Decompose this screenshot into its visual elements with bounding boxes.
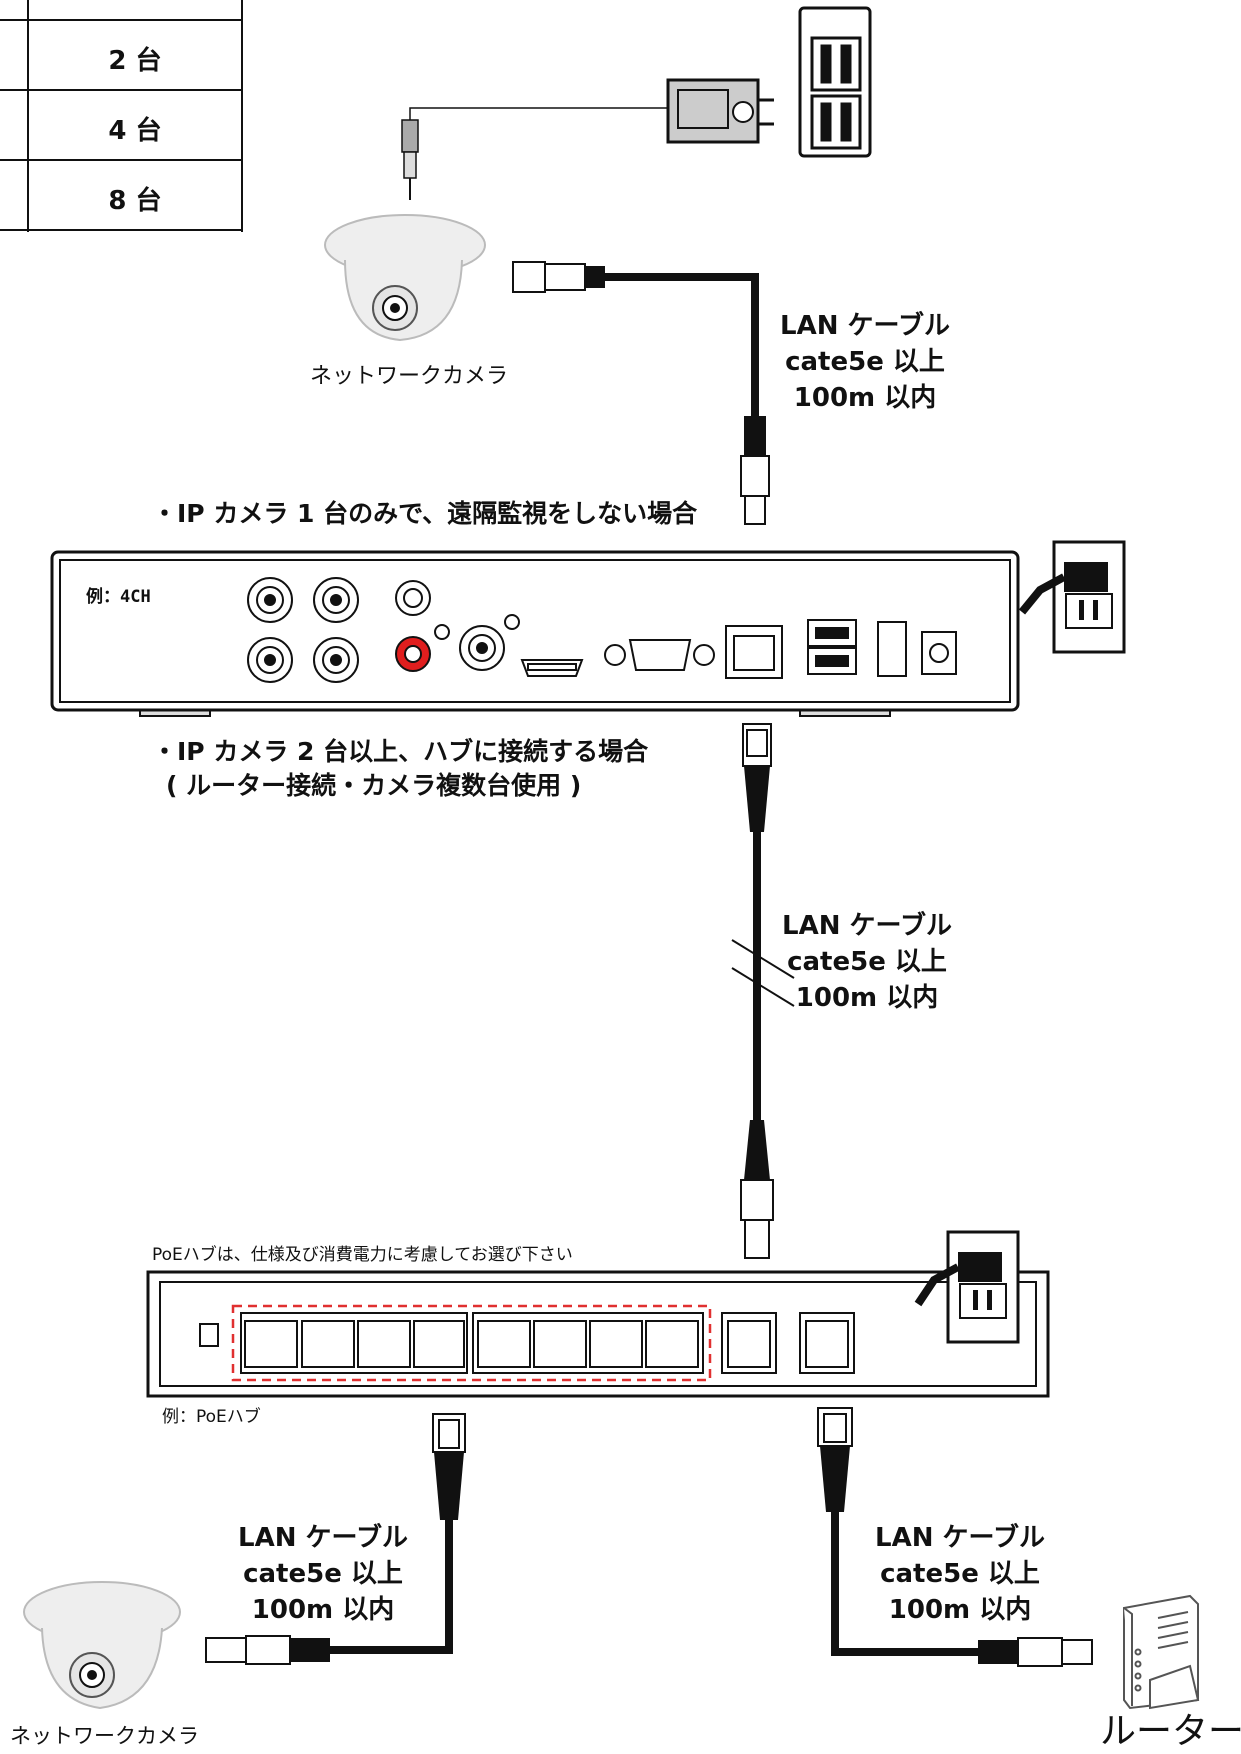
cable-category: cate5e 以上 <box>787 947 947 977</box>
table-row-8: 8 台 <box>108 186 162 216</box>
cable-type: LAN ケーブル <box>238 1523 408 1553</box>
cable-type: LAN ケーブル <box>782 911 952 941</box>
case2-heading-line2: ( ルーター接続・カメラ複数台使用 ) <box>166 771 582 800</box>
cable-category: cate5e 以上 <box>243 1559 403 1589</box>
cable-label-bottom-right: LAN ケーブル cate5e 以上 100m 以内 <box>845 1520 1075 1628</box>
cable-category: cate5e 以上 <box>880 1559 1040 1589</box>
cable-length: 100m 以内 <box>888 1595 1032 1625</box>
cable-label-middle: LAN ケーブル cate5e 以上 100m 以内 <box>752 908 982 1016</box>
cable-type: LAN ケーブル <box>875 1523 1045 1553</box>
cable-length: 100m 以内 <box>251 1595 395 1625</box>
hub-label: 例：PoEハブ <box>162 1407 261 1427</box>
dome-camera-bottom <box>23 1581 181 1710</box>
lan-cable-bottom-left <box>205 1413 466 1665</box>
nvr-label: 例：4CH <box>86 587 151 607</box>
bottom-camera-label: ネットワークカメラ <box>10 1724 199 1748</box>
lan-cable-top <box>512 261 770 525</box>
cable-length: 100m 以内 <box>793 383 937 413</box>
case2-heading-line1: ・IP カメラ 2 台以上、ハブに接続する場合 <box>152 737 649 766</box>
lan-cable-bottom-right <box>817 1407 1093 1667</box>
cable-label-bottom-left: LAN ケーブル cate5e 以上 100m 以内 <box>208 1520 438 1628</box>
cable-label-top: LAN ケーブル cate5e 以上 100m 以内 <box>750 308 980 416</box>
cable-length: 100m 以内 <box>795 983 939 1013</box>
cable-category: cate5e 以上 <box>785 347 945 377</box>
table-row-2: 2 台 <box>108 46 162 76</box>
dome-camera-top <box>324 214 486 342</box>
table-row-4: 4 台 <box>108 116 162 146</box>
poe-note: PoEハブは、仕様及び消費電力に考慮してお選び下さい <box>152 1245 573 1265</box>
wall-outlet-top <box>798 6 872 158</box>
top-camera-label: ネットワークカメラ <box>310 364 509 389</box>
case1-heading: ・IP カメラ 1 台のみで、遠隔監視をしない場合 <box>152 499 698 528</box>
lan-cable-middle <box>731 723 795 1259</box>
wall-outlet-nvr <box>1018 540 1126 654</box>
nvr-recorder <box>50 550 1020 717</box>
wall-outlet-hub <box>914 1230 1020 1344</box>
cable-type: LAN ケーブル <box>780 311 950 341</box>
count-table <box>0 0 243 232</box>
router-icon <box>1123 1594 1200 1710</box>
ac-adapter <box>401 78 774 200</box>
router-label: ルーター <box>1100 1711 1241 1752</box>
poe-hub <box>146 1270 1050 1398</box>
